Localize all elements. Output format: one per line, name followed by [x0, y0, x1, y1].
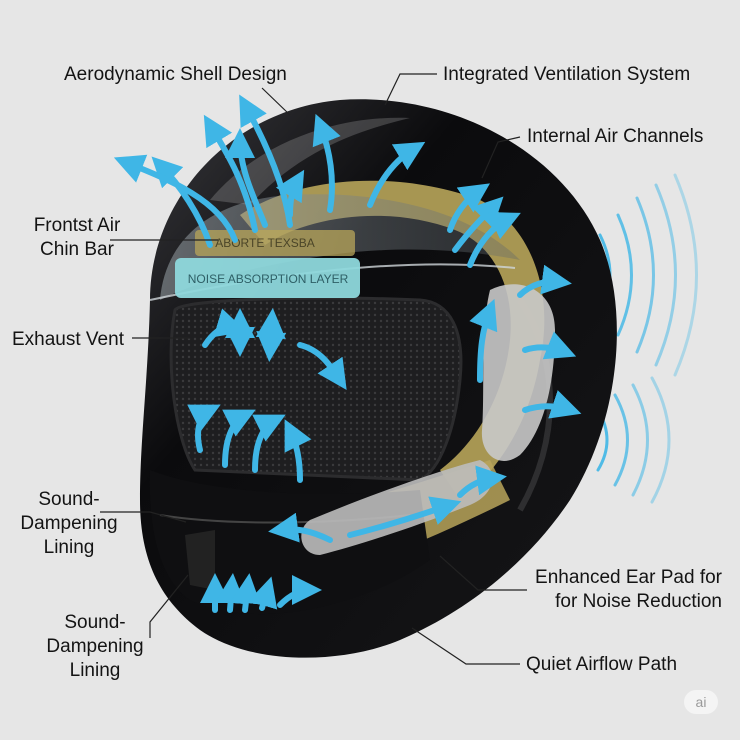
ai-badge: ai: [684, 690, 718, 714]
leader-lines: [100, 73, 527, 665]
label-quiet-airflow: Quiet Airflow Path: [526, 654, 678, 675]
label-enhanced-ear-pad: Enhanced Ear Pad for for Noise Reduction: [535, 567, 722, 612]
label-sound-dampening-1: Sound- Dampening Lining: [20, 489, 118, 558]
label-aerodynamic-shell: Aerodynamic Shell Design: [64, 64, 287, 85]
label-sound-dampening-2: Sound- Dampening Lining: [46, 612, 144, 681]
ear-pad: [301, 284, 555, 555]
interior-lining: [169, 296, 463, 482]
label-exhaust-vent: Exhaust Vent: [12, 329, 124, 350]
garbled-visor-text: ABORTE TEXSBA: [215, 236, 315, 250]
label-internal-air-channels: Internal Air Channels: [527, 126, 704, 147]
label-integrated-ventilation: Integrated Ventilation System: [443, 64, 691, 85]
airflow-arrow-icon: [113, 94, 582, 613]
label-front-air-chin-bar: Frontst Air Chin Bar: [33, 215, 121, 260]
noise-layer-text: NOISE ABSORPTION LAYER: [188, 272, 349, 286]
